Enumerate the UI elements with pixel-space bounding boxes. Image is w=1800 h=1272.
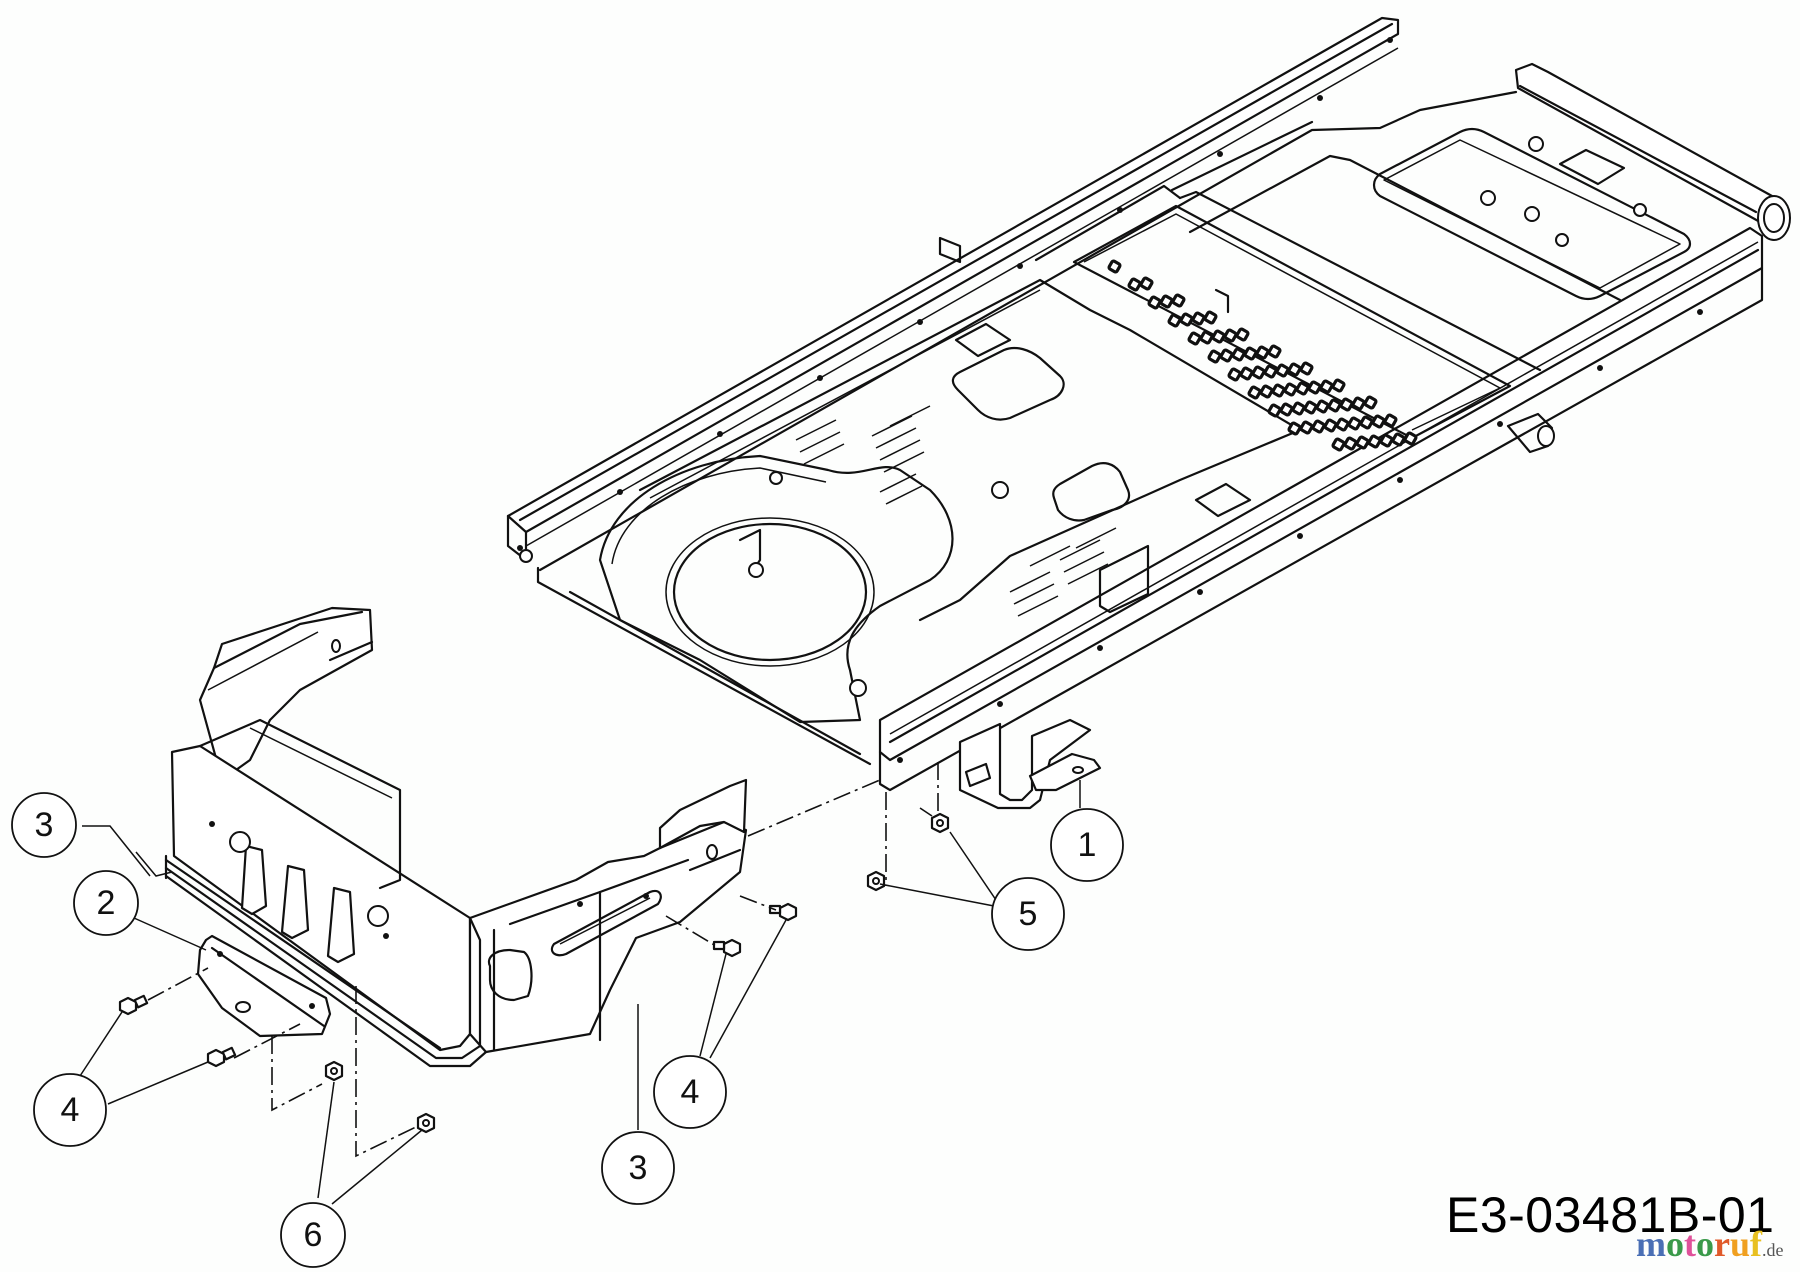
watermark-letter: o xyxy=(1696,1224,1714,1264)
callout-6: 6 xyxy=(280,1202,346,1268)
bolt-icon xyxy=(206,1046,237,1068)
svg-text:3: 3 xyxy=(629,1149,648,1187)
svg-text:5: 5 xyxy=(1019,895,1038,933)
svg-text:1: 1 xyxy=(1078,826,1097,864)
callout-5: 5 xyxy=(991,877,1065,951)
callout-4-right: 4 xyxy=(653,1055,727,1129)
svg-text:4: 4 xyxy=(61,1091,80,1129)
bumper-part-3 xyxy=(164,606,748,1068)
bolt-icon xyxy=(768,902,798,922)
frame-part-1 xyxy=(506,16,1791,810)
callout-1: 1 xyxy=(1050,808,1124,882)
drawing-id-label: E3-03481B-01 xyxy=(1446,1187,1775,1243)
bracket-part-2 xyxy=(196,934,332,1038)
svg-text:3: 3 xyxy=(35,806,54,844)
watermark-letter: f xyxy=(1750,1224,1763,1264)
watermark-letter: u xyxy=(1729,1224,1751,1264)
watermark-letter: r xyxy=(1714,1224,1730,1264)
bolt-icon xyxy=(118,994,149,1016)
leader-lines xyxy=(79,780,1081,1205)
watermark-letter: o xyxy=(1666,1224,1684,1264)
callout-2: 2 xyxy=(73,870,139,936)
svg-text:4: 4 xyxy=(681,1073,700,1111)
perforation-grid xyxy=(1107,259,1418,452)
rail-holes xyxy=(517,37,1703,763)
nut-icon xyxy=(930,812,950,834)
nut-icon xyxy=(416,1112,436,1134)
watermark-letter: t xyxy=(1684,1224,1696,1264)
bolt-icon xyxy=(712,938,742,958)
callout-3-left: 3 xyxy=(11,792,77,858)
nut-icon xyxy=(324,1060,344,1082)
watermark-letter: m xyxy=(1636,1224,1666,1264)
nut-icon xyxy=(866,870,886,892)
callout-4-left: 4 xyxy=(33,1073,107,1147)
svg-text:6: 6 xyxy=(304,1216,323,1254)
watermark-suffix: .de xyxy=(1762,1240,1784,1260)
callout-3-bottom: 3 xyxy=(601,1131,675,1205)
assembly-centerlines xyxy=(147,762,939,1158)
svg-text:2: 2 xyxy=(97,884,116,922)
watermark-logo: motoruf.de xyxy=(1636,1226,1784,1262)
